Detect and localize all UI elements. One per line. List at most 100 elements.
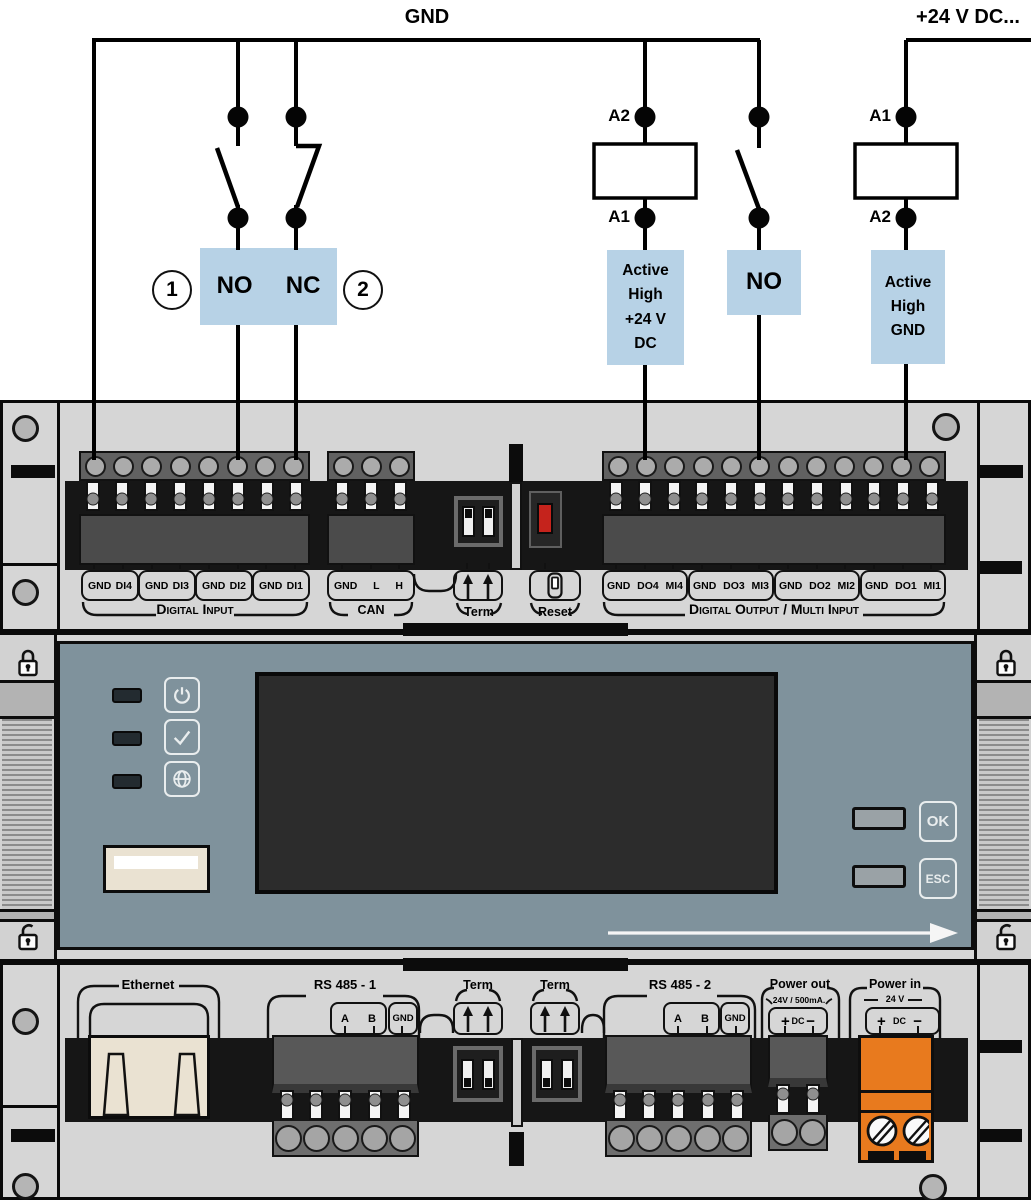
pin-label: GND: [334, 579, 358, 592]
term-arrows-box: [453, 570, 503, 601]
rail-accent-bar: [403, 958, 628, 971]
term-arrows-box: [530, 1002, 580, 1035]
terminal-clamp: [637, 481, 652, 511]
rail-cell: [0, 680, 54, 719]
terminal: [303, 1124, 331, 1152]
divider-tab: [509, 1132, 524, 1166]
terminal-clamp: [259, 481, 274, 511]
reset-button[interactable]: [537, 503, 553, 534]
pin-label-box: GND DI1: [252, 570, 310, 601]
terminal-clamp: [666, 481, 681, 511]
pin-label: A: [341, 1012, 349, 1025]
terminal-clamp: [612, 1090, 627, 1120]
esc-key[interactable]: [852, 865, 906, 888]
relay-left-pin-a2: A2: [608, 106, 630, 125]
terminal: [834, 455, 856, 477]
terminal: [749, 455, 771, 477]
flange-divider: [57, 403, 60, 629]
pin-label: DI2: [229, 579, 246, 592]
flange-joint: [3, 563, 57, 566]
relay-left-pin-a1: A1: [608, 207, 630, 226]
right-rail: [974, 635, 1031, 959]
terminal: [198, 455, 220, 477]
dip-toggle[interactable]: [561, 1058, 574, 1090]
terminal: [607, 1124, 635, 1152]
terminal-clamp: [730, 1090, 745, 1120]
callout-2: 2: [343, 270, 383, 310]
terminal-clamp: [397, 1090, 412, 1120]
pin-label-box: GND: [388, 1002, 418, 1035]
power-in-connector: [858, 1035, 934, 1163]
rail-cell: [977, 680, 1031, 719]
terminal-clamp: [115, 481, 130, 511]
terminal-clamp: [144, 481, 159, 511]
dip-toggle[interactable]: [461, 506, 475, 537]
ethernet-port[interactable]: [88, 1035, 210, 1119]
pin-label: MI3: [751, 579, 769, 592]
terminal: [141, 455, 163, 477]
lock-open-icon: [996, 924, 1016, 951]
pin-label: DO4: [637, 579, 659, 592]
minus-label: −: [913, 1012, 922, 1030]
terminal-clamp: [309, 1090, 324, 1120]
terminal-clamp: [700, 1090, 715, 1120]
terminal: [226, 455, 248, 477]
connector-seam: [861, 1110, 931, 1113]
clamp-row: [768, 1084, 828, 1115]
terminal-clamp: [809, 481, 824, 511]
pin-label-box: GND DO2 MI2: [774, 570, 860, 601]
dip-toggle[interactable]: [482, 506, 496, 537]
din-slot: [11, 465, 55, 478]
terminal-clamp: [288, 481, 303, 511]
power-out-block: [768, 1035, 828, 1151]
relay-left-tag: Active High +24 V DC: [607, 250, 684, 365]
terminal: [770, 1118, 798, 1146]
can-term-dip-switch[interactable]: [454, 496, 503, 547]
digital-input-block: [79, 451, 310, 565]
ok-key[interactable]: [852, 807, 906, 830]
terminal-clamp: [781, 481, 796, 511]
mid-switch-blade: [734, 149, 762, 210]
group-label-rs485-1: RS 485 - 1: [313, 977, 377, 992]
pin-label: GND: [693, 579, 717, 592]
dip-toggle[interactable]: [482, 1058, 495, 1090]
reset-button-housing: [529, 491, 562, 548]
power-button[interactable]: [164, 677, 200, 713]
flange-divider: [977, 403, 980, 629]
dip-toggle[interactable]: [540, 1058, 553, 1090]
flange-joint: [3, 1105, 57, 1108]
rail-accent-bar: [403, 623, 628, 636]
confirm-button[interactable]: [164, 719, 200, 755]
dip-toggle[interactable]: [461, 1058, 474, 1090]
group-label-rs485-2: RS 485 - 2: [648, 977, 712, 992]
rs485-2-term-dip-switch[interactable]: [532, 1046, 582, 1102]
terminal: [692, 455, 714, 477]
terminal-clamp: [334, 481, 349, 511]
pin-label: H: [395, 579, 403, 592]
terminal: [805, 455, 827, 477]
clamp-row: [79, 481, 310, 514]
terminal-clamp: [806, 1084, 820, 1114]
mount-screw: [12, 415, 39, 442]
terminal: [722, 1124, 750, 1152]
network-button[interactable]: [164, 761, 200, 797]
group-label-term2: Term: [540, 978, 570, 992]
rs485-1-block: [272, 1035, 419, 1157]
connector-body: [605, 1035, 752, 1093]
terminal-strip: [79, 451, 310, 481]
rs485-1-term-dip-switch[interactable]: [453, 1046, 503, 1102]
rail-cell: [977, 909, 1031, 922]
status-led: [112, 774, 142, 789]
terminal: [360, 1124, 388, 1152]
group-label-digital-input: Digital Input: [156, 601, 234, 617]
digital-output-block: [602, 451, 946, 565]
no-tag-label: NO: [216, 272, 253, 300]
group-label-can: CAN: [357, 603, 385, 617]
pin-label: DI3: [172, 579, 189, 592]
group-label-power-in: Power in: [868, 977, 922, 991]
power-out-rating: 24V / 500mA.: [772, 995, 826, 1005]
termination-arrows-icon: [463, 1006, 493, 1032]
esc-label: ESC: [919, 858, 957, 899]
usb-port[interactable]: [103, 845, 210, 893]
